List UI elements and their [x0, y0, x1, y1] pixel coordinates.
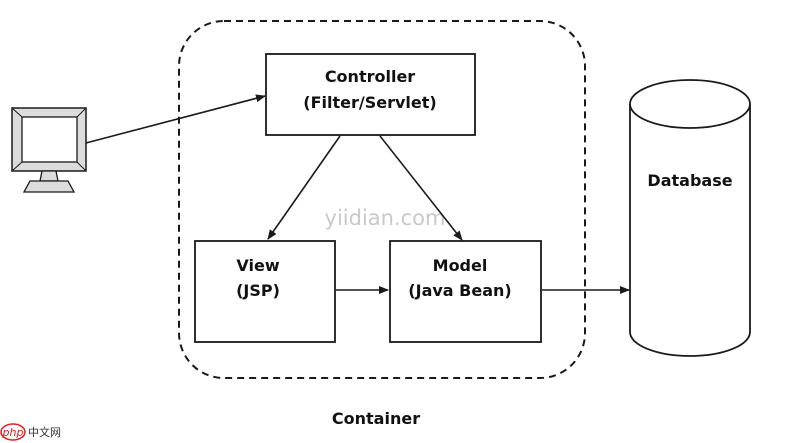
arrow-controller-to-model — [379, 135, 463, 241]
monitor-icon — [11, 107, 87, 193]
model-subtitle: (Java Bean) — [408, 281, 511, 300]
view-node: View (JSP) — [194, 240, 336, 343]
site-logo: php 中文网 — [0, 423, 61, 441]
view-box — [194, 240, 336, 343]
arrow-controller-to-view — [267, 135, 341, 240]
controller-title: Controller — [325, 67, 415, 86]
logo-text: 中文网 — [28, 425, 61, 439]
logo-badge — [0, 423, 26, 441]
container-label: Container — [332, 409, 420, 428]
controller-node: Controller (Filter/Servlet) — [265, 53, 476, 136]
model-node: Model (Java Bean) — [389, 240, 542, 343]
controller-box — [265, 53, 476, 136]
arrow-client-to-controller — [85, 94, 266, 144]
view-title: View — [236, 256, 279, 275]
database-label: Database — [647, 171, 732, 190]
database-cylinder-top — [629, 79, 751, 129]
view-subtitle: (JSP) — [236, 281, 280, 300]
container-boundary — [178, 20, 586, 379]
model-box — [389, 240, 542, 343]
logo-mark: php — [2, 426, 24, 439]
model-title: Model — [433, 256, 488, 275]
database-cylinder-body — [629, 104, 751, 357]
watermark: yiidian.com — [325, 206, 446, 230]
database-node: Database — [629, 79, 751, 357]
controller-subtitle: (Filter/Servlet) — [303, 93, 436, 112]
